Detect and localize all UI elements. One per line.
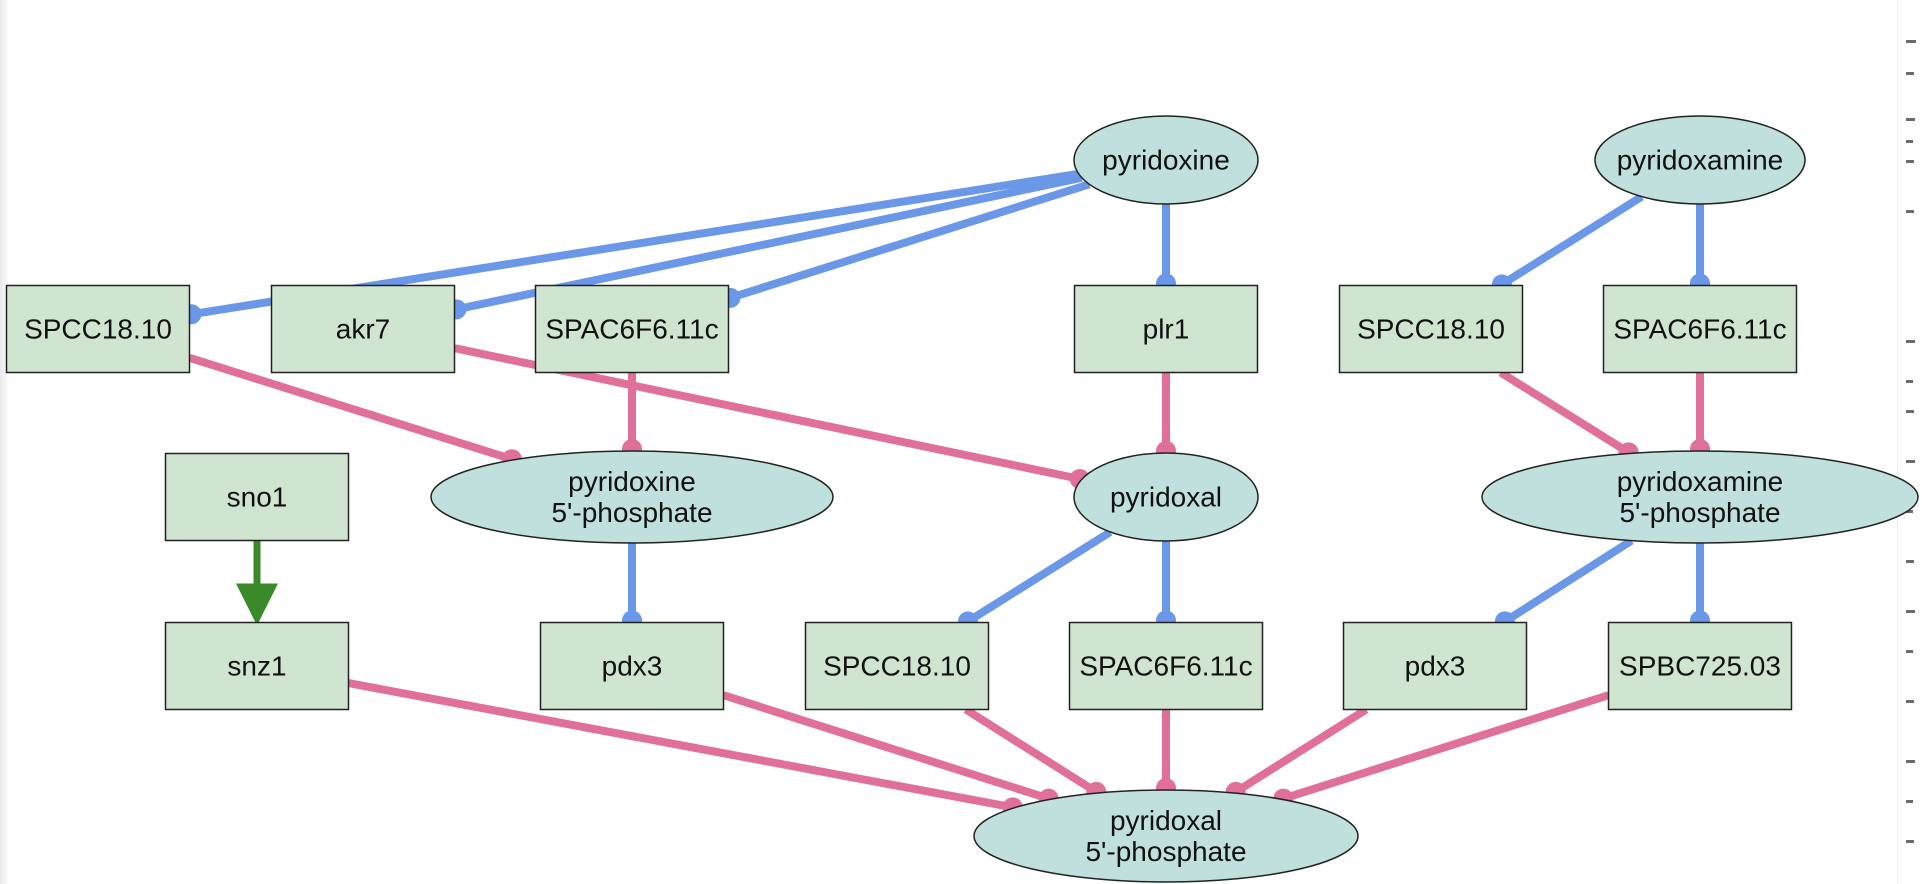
enzyme-box xyxy=(164,621,350,711)
node-label: pyridoxine xyxy=(1102,145,1230,176)
enzyme-node-pdx3-a[interactable]: pdx3 xyxy=(539,621,725,711)
node-label: 5'-phosphate xyxy=(1085,836,1246,867)
enzyme-box xyxy=(539,621,725,711)
node-label: 5'-phosphate xyxy=(1619,497,1780,528)
right-panel-tick xyxy=(1906,210,1914,213)
molecule-node-pyridoxal[interactable]: pyridoxal xyxy=(1073,452,1259,542)
edge-pdx3-a-to-pyridoxal-5p xyxy=(722,691,1052,804)
edge-pyridoxamine-to-spcc18-10-b xyxy=(1498,193,1644,289)
node-label: SPAC6F6.11c xyxy=(545,314,718,345)
right-panel-tick xyxy=(1906,380,1913,383)
enzyme-node-akr7[interactable]: akr7 xyxy=(270,284,456,374)
edge-pyridoxamine-5p-to-pdx3-b xyxy=(1501,537,1634,626)
molecule-node-pyridoxamine[interactable]: pyridoxamine xyxy=(1594,115,1806,205)
right-panel-tick xyxy=(1906,760,1915,763)
node-label: SPAC6F6.11c xyxy=(1079,651,1252,682)
right-panel-tick xyxy=(1906,118,1915,121)
node-label: pdx3 xyxy=(602,651,663,682)
right-panel-tick xyxy=(1906,340,1915,343)
right-panel-tick xyxy=(1906,800,1913,803)
node-label: SPBC725.03 xyxy=(1619,651,1781,682)
enzyme-box xyxy=(1607,621,1793,711)
enzyme-box xyxy=(1068,621,1264,711)
enzyme-node-plr1[interactable]: plr1 xyxy=(1073,284,1259,374)
molecule-ellipse xyxy=(1481,450,1919,544)
enzyme-node-spbc725-03[interactable]: SPBC725.03 xyxy=(1607,621,1793,711)
molecule-ellipse xyxy=(973,789,1359,883)
edge-pdx3-b-to-pyridoxal-5p xyxy=(1231,706,1369,797)
enzyme-node-sno1[interactable]: sno1 xyxy=(164,452,350,542)
right-panel-tick xyxy=(1906,72,1914,75)
node-label: plr1 xyxy=(1143,314,1190,345)
enzyme-node-snz1[interactable]: snz1 xyxy=(164,621,350,711)
enzyme-box xyxy=(5,284,191,374)
node-label: SPCC18.10 xyxy=(823,651,971,682)
enzyme-node-spac6f6-11c-c[interactable]: SPAC6F6.11c xyxy=(1068,621,1264,711)
enzyme-box xyxy=(1338,284,1524,374)
node-label: SPCC18.10 xyxy=(1357,314,1505,345)
enzyme-box xyxy=(1602,284,1798,374)
right-panel-tick xyxy=(1906,610,1915,613)
edge-pyridoxine-to-spac6f6-11c-a xyxy=(727,180,1091,303)
right-panel-edge xyxy=(1897,0,1922,884)
enzyme-box xyxy=(1073,284,1259,374)
node-label: pyridoxamine xyxy=(1617,145,1784,176)
node-label: pyridoxal xyxy=(1110,482,1222,513)
node-label: pyridoxal xyxy=(1110,805,1222,836)
edge-spcc18-10-c-to-pyridoxal-5p xyxy=(963,706,1101,797)
right-panel-tick xyxy=(1906,460,1915,463)
edge-snz1-to-pyridoxal-5p xyxy=(347,679,1016,812)
enzyme-box xyxy=(1342,621,1528,711)
enzyme-box xyxy=(534,284,730,374)
molecule-ellipse xyxy=(1594,115,1806,205)
enzyme-box xyxy=(164,452,350,542)
edge-spcc18-10-a-to-pyridoxine-5p xyxy=(188,353,515,464)
node-label: pyridoxine xyxy=(568,466,696,497)
node-label: pdx3 xyxy=(1405,651,1466,682)
enzyme-node-spac6f6-11c-b[interactable]: SPAC6F6.11c xyxy=(1602,284,1798,374)
right-panel-tick xyxy=(1906,700,1914,703)
right-panel-tick xyxy=(1906,40,1916,43)
node-label: SPCC18.10 xyxy=(24,314,172,345)
node-label: 5'-phosphate xyxy=(551,497,712,528)
edge-spbc725-03-to-pyridoxal-5p xyxy=(1280,691,1610,804)
node-label: pyridoxamine xyxy=(1617,466,1784,497)
right-panel-tick xyxy=(1906,140,1913,143)
right-panel-tick xyxy=(1906,840,1914,843)
right-panel-tick xyxy=(1906,160,1914,163)
molecule-node-pyridoxine[interactable]: pyridoxine xyxy=(1073,115,1259,205)
edge-spcc18-10-b-to-pyridoxamine-5p xyxy=(1498,369,1633,457)
node-label: akr7 xyxy=(336,314,390,345)
right-panel-tick xyxy=(1906,560,1914,563)
right-panel-tick xyxy=(1906,510,1913,513)
right-panel-tick xyxy=(1906,410,1914,413)
molecule-ellipse xyxy=(430,450,834,544)
left-panel-edge xyxy=(0,0,9,884)
enzyme-node-pdx3-b[interactable]: pdx3 xyxy=(1342,621,1528,711)
edge-pyridoxal-to-spcc18-10-c xyxy=(964,528,1113,626)
enzyme-box xyxy=(804,621,990,711)
enzyme-node-spcc18-10-b[interactable]: SPCC18.10 xyxy=(1338,284,1524,374)
molecule-ellipse xyxy=(1073,452,1259,542)
right-panel-tick xyxy=(1906,650,1913,653)
enzyme-node-spcc18-10-a[interactable]: SPCC18.10 xyxy=(5,284,191,374)
edges-layer xyxy=(181,169,1710,818)
node-label: snz1 xyxy=(227,651,286,682)
node-label: SPAC6F6.11c xyxy=(1613,314,1786,345)
enzyme-node-spcc18-10-c[interactable]: SPCC18.10 xyxy=(804,621,990,711)
enzyme-node-spac6f6-11c-a[interactable]: SPAC6F6.11c xyxy=(534,284,730,374)
enzyme-box xyxy=(270,284,456,374)
molecule-ellipse xyxy=(1073,115,1259,205)
node-label: sno1 xyxy=(227,482,288,513)
